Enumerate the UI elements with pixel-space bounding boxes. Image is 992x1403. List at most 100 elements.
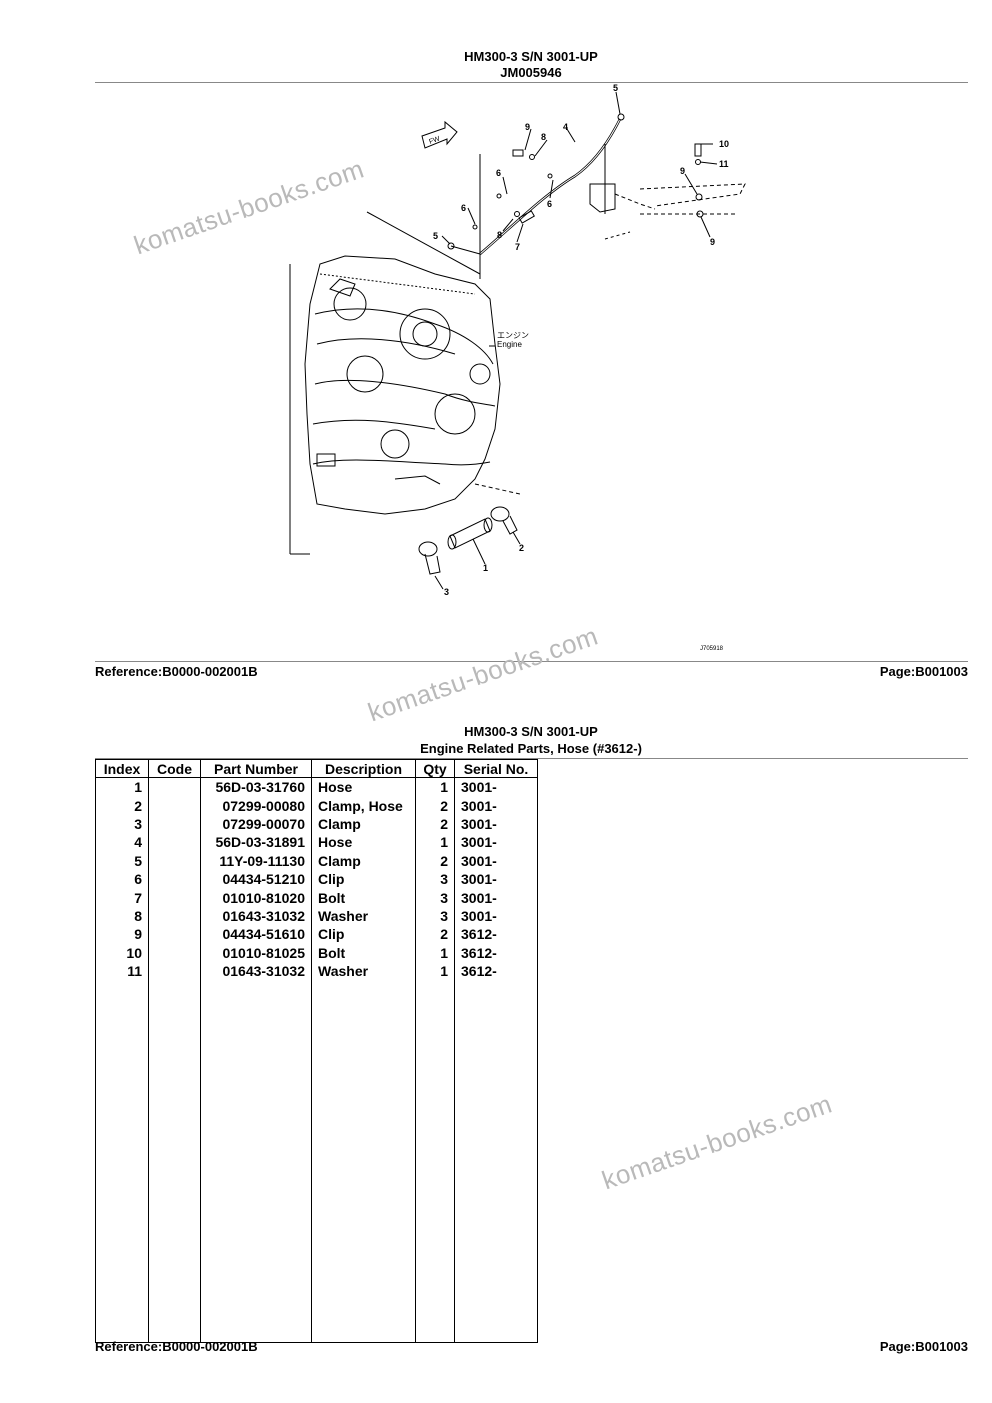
cell-code <box>148 888 201 907</box>
callout-4: 4 <box>563 122 568 132</box>
cell-code <box>148 814 201 834</box>
table-row: 5 11Y-09-11130 Clamp 2 3001- <box>95 851 538 870</box>
table-header-row: Index Code Part Number Description Qty S… <box>95 759 538 778</box>
page2-title: HM300-3 S/N 3001-UP <box>464 724 598 739</box>
cell-index: 5 <box>95 851 149 870</box>
cell-description: Hose <box>311 833 416 852</box>
page1-page-number: Page:B001003 <box>879 664 968 679</box>
cell-part-number: 04434-51210 <box>200 869 312 889</box>
watermark-3: komatsu-books.com <box>598 1088 836 1196</box>
hose-assembly <box>418 506 521 590</box>
cell-qty: 3 <box>415 906 455 926</box>
callout-5-left: 5 <box>433 231 438 241</box>
cell-index: 9 <box>95 925 149 944</box>
callout-9-bottom: 9 <box>710 237 715 247</box>
table-row: 9 04434-51610 Clip 2 3612- <box>95 925 538 944</box>
cell-code <box>148 869 201 889</box>
cell-qty: 1 <box>415 777 455 797</box>
callout-6-a: 6 <box>496 168 501 178</box>
cell-code <box>148 925 201 944</box>
cell-part-number: 04434-51610 <box>200 925 312 944</box>
cell-serial: 3001- <box>454 851 538 870</box>
cell-index: 7 <box>95 888 149 907</box>
col-code: Code <box>148 759 201 778</box>
cell-code <box>148 833 201 852</box>
callout-7-bottom: 7 <box>515 242 520 252</box>
cell-description: Clip <box>311 925 416 944</box>
cell-description: Clip <box>311 869 416 889</box>
cell-code <box>148 796 201 815</box>
cell-part-number: 56D-03-31891 <box>200 833 312 852</box>
cell-index: 8 <box>95 906 149 926</box>
table-filler-row <box>95 980 538 1344</box>
page1-reference: Reference:B0000-002001B <box>95 664 258 679</box>
callout-1: 1 <box>483 563 488 573</box>
table-row: 1 56D-03-31760 Hose 1 3001- <box>95 777 538 797</box>
cell-serial: 3001- <box>454 777 538 797</box>
col-qty: Qty <box>415 759 455 778</box>
cell-description: Clamp, Hose <box>311 796 416 815</box>
cell-index: 10 <box>95 943 149 962</box>
cell-description: Washer <box>311 961 416 981</box>
engine-block <box>289 255 521 555</box>
callout-6-b: 6 <box>547 199 552 209</box>
cell-serial: 3001- <box>454 796 538 815</box>
cell-code <box>148 777 201 797</box>
cell-qty: 2 <box>415 796 455 815</box>
page2-header-rule <box>95 758 968 759</box>
cell-index: 11 <box>95 961 149 981</box>
callout-10: 10 <box>719 139 729 149</box>
table-row: 7 01010-81020 Bolt 3 3001- <box>95 888 538 907</box>
cell-serial: 3001- <box>454 869 538 889</box>
callout-9-top: 9 <box>680 166 685 176</box>
callout-8-top: 8 <box>541 132 546 142</box>
col-part-number: Part Number <box>200 759 312 778</box>
table-row: 4 56D-03-31891 Hose 1 3001- <box>95 833 538 852</box>
parts-table: Index Code Part Number Description Qty S… <box>95 759 538 1344</box>
cell-part-number: 11Y-09-11130 <box>200 851 312 870</box>
callout-11: 11 <box>719 159 729 169</box>
cell-serial: 3001- <box>454 814 538 834</box>
cell-code <box>148 906 201 926</box>
cell-description: Hose <box>311 777 416 797</box>
cell-description: Bolt <box>311 888 416 907</box>
callout-2: 2 <box>519 543 524 553</box>
cell-qty: 3 <box>415 888 455 907</box>
callout-8-bottom: 8 <box>497 230 502 240</box>
page1-header-rule <box>95 82 968 83</box>
page2-subtitle: Engine Related Parts, Hose (#3612-) <box>420 741 642 756</box>
cell-part-number: 07299-00070 <box>200 814 312 834</box>
page1-subtitle: JM005946 <box>500 65 562 80</box>
callout-3: 3 <box>444 587 449 597</box>
cell-qty: 2 <box>415 851 455 870</box>
table-row: 11 01643-31032 Washer 1 3612- <box>95 961 538 981</box>
callout-6-c: 6 <box>461 203 466 213</box>
engine-label-en: Engine <box>497 340 522 349</box>
table-row: 2 07299-00080 Clamp, Hose 2 3001- <box>95 796 538 815</box>
cell-description: Bolt <box>311 943 416 962</box>
cell-part-number: 01643-31032 <box>200 906 312 926</box>
page2-reference: Reference:B0000-002001B <box>95 1339 258 1354</box>
table-row: 8 01643-31032 Washer 3 3001- <box>95 906 538 926</box>
cell-description: Washer <box>311 906 416 926</box>
cell-code <box>148 961 201 981</box>
cell-qty: 1 <box>415 833 455 852</box>
cell-qty: 2 <box>415 925 455 944</box>
col-description: Description <box>311 759 416 778</box>
cell-qty: 1 <box>415 943 455 962</box>
cell-description: Clamp <box>311 851 416 870</box>
cell-qty: 2 <box>415 814 455 834</box>
cell-qty: 1 <box>415 961 455 981</box>
cell-index: 6 <box>95 869 149 889</box>
cell-serial: 3001- <box>454 906 538 926</box>
fw-arrow-icon <box>421 120 458 149</box>
col-index: Index <box>95 759 149 778</box>
callout-7-top: 9 <box>525 122 530 132</box>
drawing-code: J705918 <box>700 646 724 652</box>
cell-serial: 3612- <box>454 925 538 944</box>
engine-label-jp: エンジン <box>497 331 529 340</box>
cell-code <box>148 943 201 962</box>
cell-serial: 3612- <box>454 961 538 981</box>
cell-index: 1 <box>95 777 149 797</box>
cell-part-number: 01010-81020 <box>200 888 312 907</box>
